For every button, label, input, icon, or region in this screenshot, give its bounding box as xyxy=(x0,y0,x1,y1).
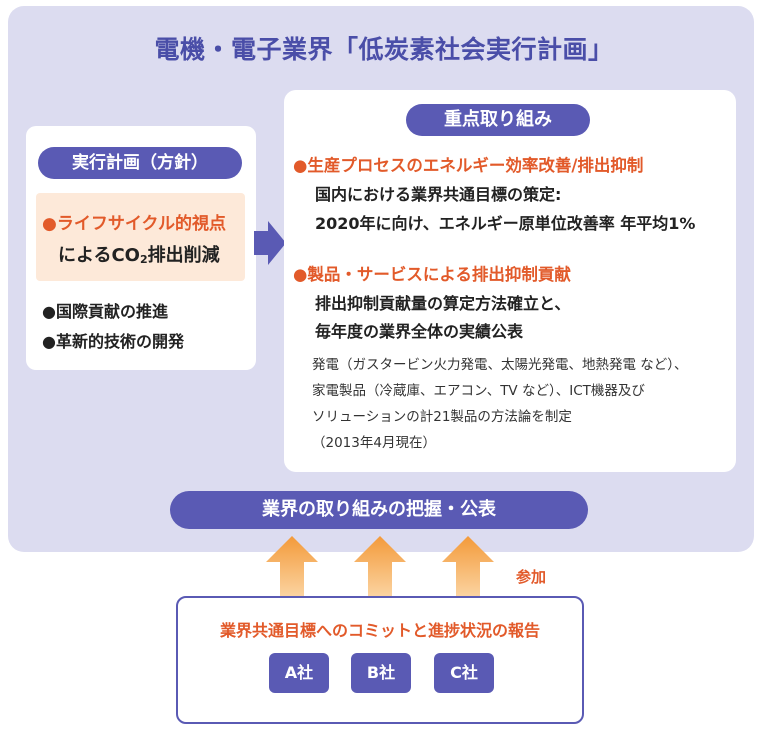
company-c: C社 xyxy=(434,653,494,693)
policy-item-intl: ●国際貢献の推進 xyxy=(42,302,168,321)
focus-section2-line1: 排出抑制貢献量の算定方法確立と、 xyxy=(315,294,571,313)
focus-section1-line1: 国内における業界共通目標の策定: xyxy=(315,185,562,204)
policy-header: 実行計画（方針） xyxy=(38,147,242,179)
focus-note-line4: （2013年4月現在） xyxy=(312,435,436,451)
member-companies-box xyxy=(176,596,584,724)
diagram-title: 電機・電子業界「低炭素社会実行計画」 xyxy=(154,35,614,64)
co2-suffix: 排出削減 xyxy=(147,245,220,266)
company-a: A社 xyxy=(269,653,329,693)
company-b: B社 xyxy=(351,653,411,693)
focus-note-line2: 家電製品（冷蔵庫、エアコン、TV など）、ICT機器及び xyxy=(312,383,645,399)
participation-label: 参加 xyxy=(516,568,547,586)
policy-highlight-line1: ●ライフサイクル的視点 xyxy=(42,214,226,234)
up-arrow-icon xyxy=(442,536,494,596)
focus-note-line1: 発電（ガスタービン火力発電、太陽光発電、地熱発電 など）、 xyxy=(312,357,688,373)
co2-prefix: によるCO xyxy=(58,245,140,266)
policy-item-tech: ●革新的技術の開発 xyxy=(42,332,184,351)
focus-section1-line2: 2020年に向け、エネルギー原単位改善率 年平均1% xyxy=(315,214,696,233)
focus-section2-heading: ●製品・サービスによる排出抑制貢献 xyxy=(293,265,571,284)
right-arrow-icon xyxy=(254,221,286,265)
focus-section1-heading: ●生産プロセスのエネルギー効率改善/排出抑制 xyxy=(293,156,644,175)
up-arrow-icon xyxy=(266,536,318,596)
policy-highlight xyxy=(36,193,245,281)
co2-subscript: 2 xyxy=(139,253,148,266)
focus-box xyxy=(284,90,736,472)
focus-section2-line2: 毎年度の業界全体の実績公表 xyxy=(315,322,524,341)
member-companies-title: 業界共通目標へのコミットと進捗状況の報告 xyxy=(219,621,540,640)
focus-header: 重点取り組み xyxy=(406,104,590,136)
disclosure-bar: 業界の取り組みの把握・公表 xyxy=(170,491,588,529)
up-arrow-icon xyxy=(354,536,406,596)
policy-highlight-line2: によるCO2排出削減 xyxy=(58,241,220,267)
focus-note-line3: ソリューションの計21製品の方法論を制定 xyxy=(312,409,572,425)
